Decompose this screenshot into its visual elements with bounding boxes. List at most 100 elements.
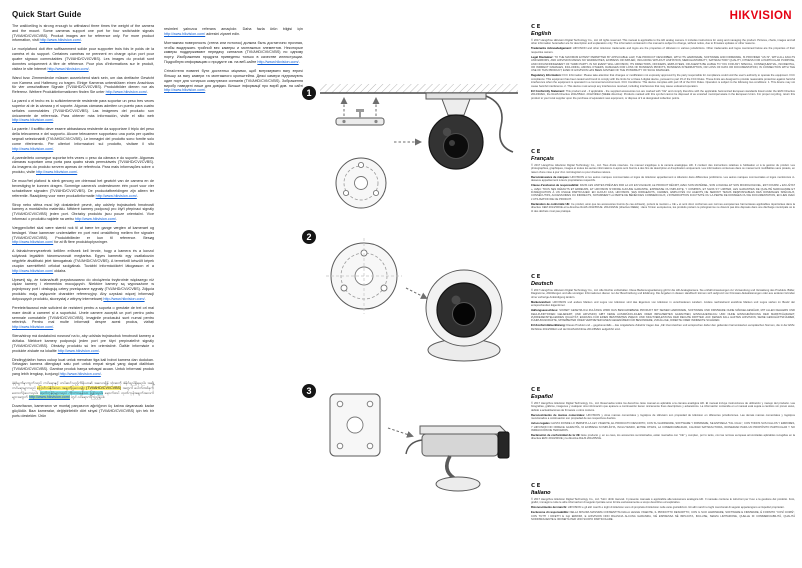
text-run: . bbox=[115, 216, 117, 221]
screw-icon bbox=[356, 109, 364, 112]
hikvision-link[interactable]: http://www.hikvision.com/ bbox=[39, 38, 81, 43]
step-2-badge: 2 bbox=[302, 230, 316, 244]
text-run: Монтажная поверхность (стена или потолок… bbox=[164, 40, 303, 65]
manual-text-column-1: The wall/ceiling is strong enough to wit… bbox=[12, 24, 154, 423]
legal-subheading: Trademarks Acknowledgement: bbox=[531, 47, 573, 51]
hikvision-link[interactable]: http://www.hikvision.com/ bbox=[59, 372, 101, 376]
legal-block: Clause d'exclusion de responsabilité: DA… bbox=[531, 184, 795, 201]
text-run: resimleri yalnızca referans amaçlıdır. D… bbox=[164, 27, 303, 31]
text-run: Upewnij się, że ściana/sufit przystosowa… bbox=[12, 277, 154, 301]
text-run: . bbox=[80, 38, 82, 43]
text-run: Duvar/tavan, kameranın ve montaj parçası… bbox=[12, 404, 154, 419]
turret-camera-illustration bbox=[425, 92, 514, 170]
legal-block: Reconnaissance de marques: HIKVISION et … bbox=[531, 175, 795, 182]
legal-subheading: Legal Disclaimer: bbox=[531, 55, 555, 59]
screws-and-arrows-illustration bbox=[335, 97, 385, 126]
legal-subheading: Déclaration de conformité UE: bbox=[531, 202, 571, 206]
manual-paragraph: Strop nebo stěna musí být dostatečně pev… bbox=[12, 203, 154, 222]
text-run: for at få flere produktoplysninger. bbox=[53, 240, 108, 245]
text-run: adresini ziyaret edin. bbox=[205, 31, 241, 36]
text-run: ထုတ်ကုန်ပုံများသည် ကိုးကားရန်သာ ဖြစ်သည်။ bbox=[39, 390, 104, 395]
legal-subheading: EU Conformity Statement: bbox=[531, 89, 566, 93]
mounting-plate-illustration bbox=[326, 238, 402, 314]
legal-subheading: Haftungsausschluss: bbox=[531, 309, 560, 313]
hikvision-link[interactable]: http://www.hikvision.com/ bbox=[57, 348, 99, 353]
text-run: . bbox=[136, 193, 138, 198]
camera-cable bbox=[405, 439, 423, 455]
legal-block: Haftungsausschluss: SOWEIT GESETZLICH ZU… bbox=[531, 309, 795, 323]
text-run: . bbox=[205, 88, 207, 93]
legal-subheading: Esclusione di responsabilità: bbox=[531, 511, 570, 515]
legal-subheading: Riconoscimento dei marchi: bbox=[531, 506, 568, 510]
text-run: De muur/het plafond is sterk genoeg om d… bbox=[12, 179, 154, 198]
manual-paragraph: Væggen/loftet skal være stærkt nok til a… bbox=[12, 226, 154, 245]
hikvision-link[interactable]: http://www.hikvision.com/ bbox=[164, 88, 206, 93]
manual-paragraph: La parete / il soffitto deve essere abba… bbox=[12, 127, 154, 151]
manual-paragraph: A parede/teto consegue suportar três vez… bbox=[12, 156, 154, 175]
legal-block: Markenzeichen: HIKVISION und andere Mark… bbox=[531, 300, 795, 307]
text-run: . bbox=[88, 66, 90, 71]
manual-paragraph: Dinding/plafon harus cukup kuat untuk me… bbox=[12, 358, 154, 377]
camera-lens bbox=[452, 302, 476, 326]
legal-subheading: Regulatory Information: bbox=[531, 74, 563, 78]
text-run: . bbox=[100, 372, 102, 376]
manual-paragraph: Le mur/plafond doit être suffisamment so… bbox=[12, 47, 154, 71]
base-plate-top-view bbox=[335, 157, 387, 209]
hikvision-link[interactable]: http://www.hikvision.com/ bbox=[257, 60, 299, 65]
legal-intro: © 2017 Hangzhou Hikvision Digital Techno… bbox=[531, 38, 795, 46]
camera-cable bbox=[485, 95, 514, 153]
legal-block: Regulatory Information: FCC Information:… bbox=[531, 74, 795, 88]
text-run: . bbox=[298, 60, 300, 65]
language-heading: Italiano bbox=[531, 490, 551, 496]
bracket-arm bbox=[445, 455, 456, 480]
bullet-camera-illustration bbox=[405, 425, 510, 492]
text-run: Stena/strop má dostatočnú nosnosť na to,… bbox=[12, 334, 154, 353]
hikvision-link[interactable]: http://www.hikvision.com/ bbox=[28, 395, 70, 400]
manual-paragraph: A falnak/mennyezetnek kellően erősnek ke… bbox=[12, 249, 154, 273]
text-run: . bbox=[144, 296, 146, 301]
text-run: ပြောင်းလဲနိုင်သော အချက်ပြလေးမျိုး (TVI/A… bbox=[36, 385, 122, 390]
language-heading: Deutsch bbox=[531, 281, 554, 287]
text-run: A parede/teto consegue suportar três vez… bbox=[12, 155, 154, 175]
hikvision-link[interactable]: http://www.hikvision.com/ bbox=[164, 31, 206, 36]
text-run: . bbox=[146, 90, 148, 95]
legal-intro: © 2017 Hangzhou Hikvision Digital Techno… bbox=[531, 163, 795, 174]
text-run: တွင် ဝင်ရောက်ကြည့်ရှုပါ။ bbox=[69, 395, 105, 400]
ce-mark-icon: CE bbox=[531, 149, 542, 155]
manual-paragraph: resimleri yalnızca referans amaçlıdır. D… bbox=[164, 27, 303, 37]
hikvision-link[interactable]: http://www.hikvision.com/ bbox=[12, 240, 54, 245]
hikvision-link[interactable]: http://www.hikvision.com/ bbox=[95, 193, 137, 198]
step-1-diagram bbox=[320, 84, 518, 209]
manual-paragraph: Стіна/стеля повинні бути достатньо міцни… bbox=[164, 69, 303, 93]
legal-block: Trademarks Acknowledgement: HIKVISION an… bbox=[531, 47, 795, 54]
manual-paragraph: The wall/ceiling is strong enough to wit… bbox=[12, 24, 154, 43]
step-2-diagram bbox=[326, 238, 503, 362]
hikvision-link[interactable]: http://www.hikvision.com/ bbox=[12, 268, 54, 273]
hikvision-link[interactable]: http://www.hikvision.com/ bbox=[47, 66, 89, 71]
hikvision-link[interactable]: http://www.hikvision.com/ bbox=[12, 118, 54, 123]
legal-block: EU Conformity Statement: This product an… bbox=[531, 89, 795, 100]
legal-intro: © 2017 Hangzhou Hikvision Digital Techno… bbox=[531, 401, 795, 412]
hikvision-link[interactable]: http://www.hikvision.com/ bbox=[74, 216, 116, 221]
manual-paragraph: Монтажная поверхность (стена или потолок… bbox=[164, 41, 303, 65]
legal-block: EU-Konformitätserklärung: Dieses Produkt… bbox=[531, 324, 795, 331]
assembly-arrow bbox=[387, 427, 414, 438]
hikvision-link[interactable]: http://www.hikvision.com/ bbox=[103, 296, 145, 301]
ce-mark-icon: CE bbox=[531, 483, 542, 489]
text-run: နံရံ/မျက်နှာကျက်သည် ကင်မရာနှင့် တပ်ဆင်သည… bbox=[12, 381, 154, 390]
legal-block: Riconoscimento dei marchi: HIKVISION e g… bbox=[531, 506, 785, 510]
text-run: နောက်ထပ် ထုတ်ကုန်အချက်အလက်များအတွက် bbox=[12, 390, 155, 400]
hikvision-link[interactable]: http://www.hikvision.com/ bbox=[12, 146, 54, 151]
hikvision-link[interactable]: http://www.hikvision.com/ bbox=[105, 90, 147, 95]
hikvision-link[interactable]: http://www.hikvision.com/ bbox=[35, 170, 78, 175]
ce-mark-icon: CE bbox=[531, 24, 542, 30]
step-1-badge: 1 bbox=[302, 86, 316, 100]
language-heading: English bbox=[531, 31, 552, 37]
text-run: Strop nebo stěna musí být dostatečně pev… bbox=[12, 202, 154, 221]
manual-paragraph: Upewnij się, że ściana/sufit przystosowa… bbox=[12, 278, 154, 302]
hikvision-link[interactable]: http://www.hikvision.com/ bbox=[12, 325, 54, 330]
